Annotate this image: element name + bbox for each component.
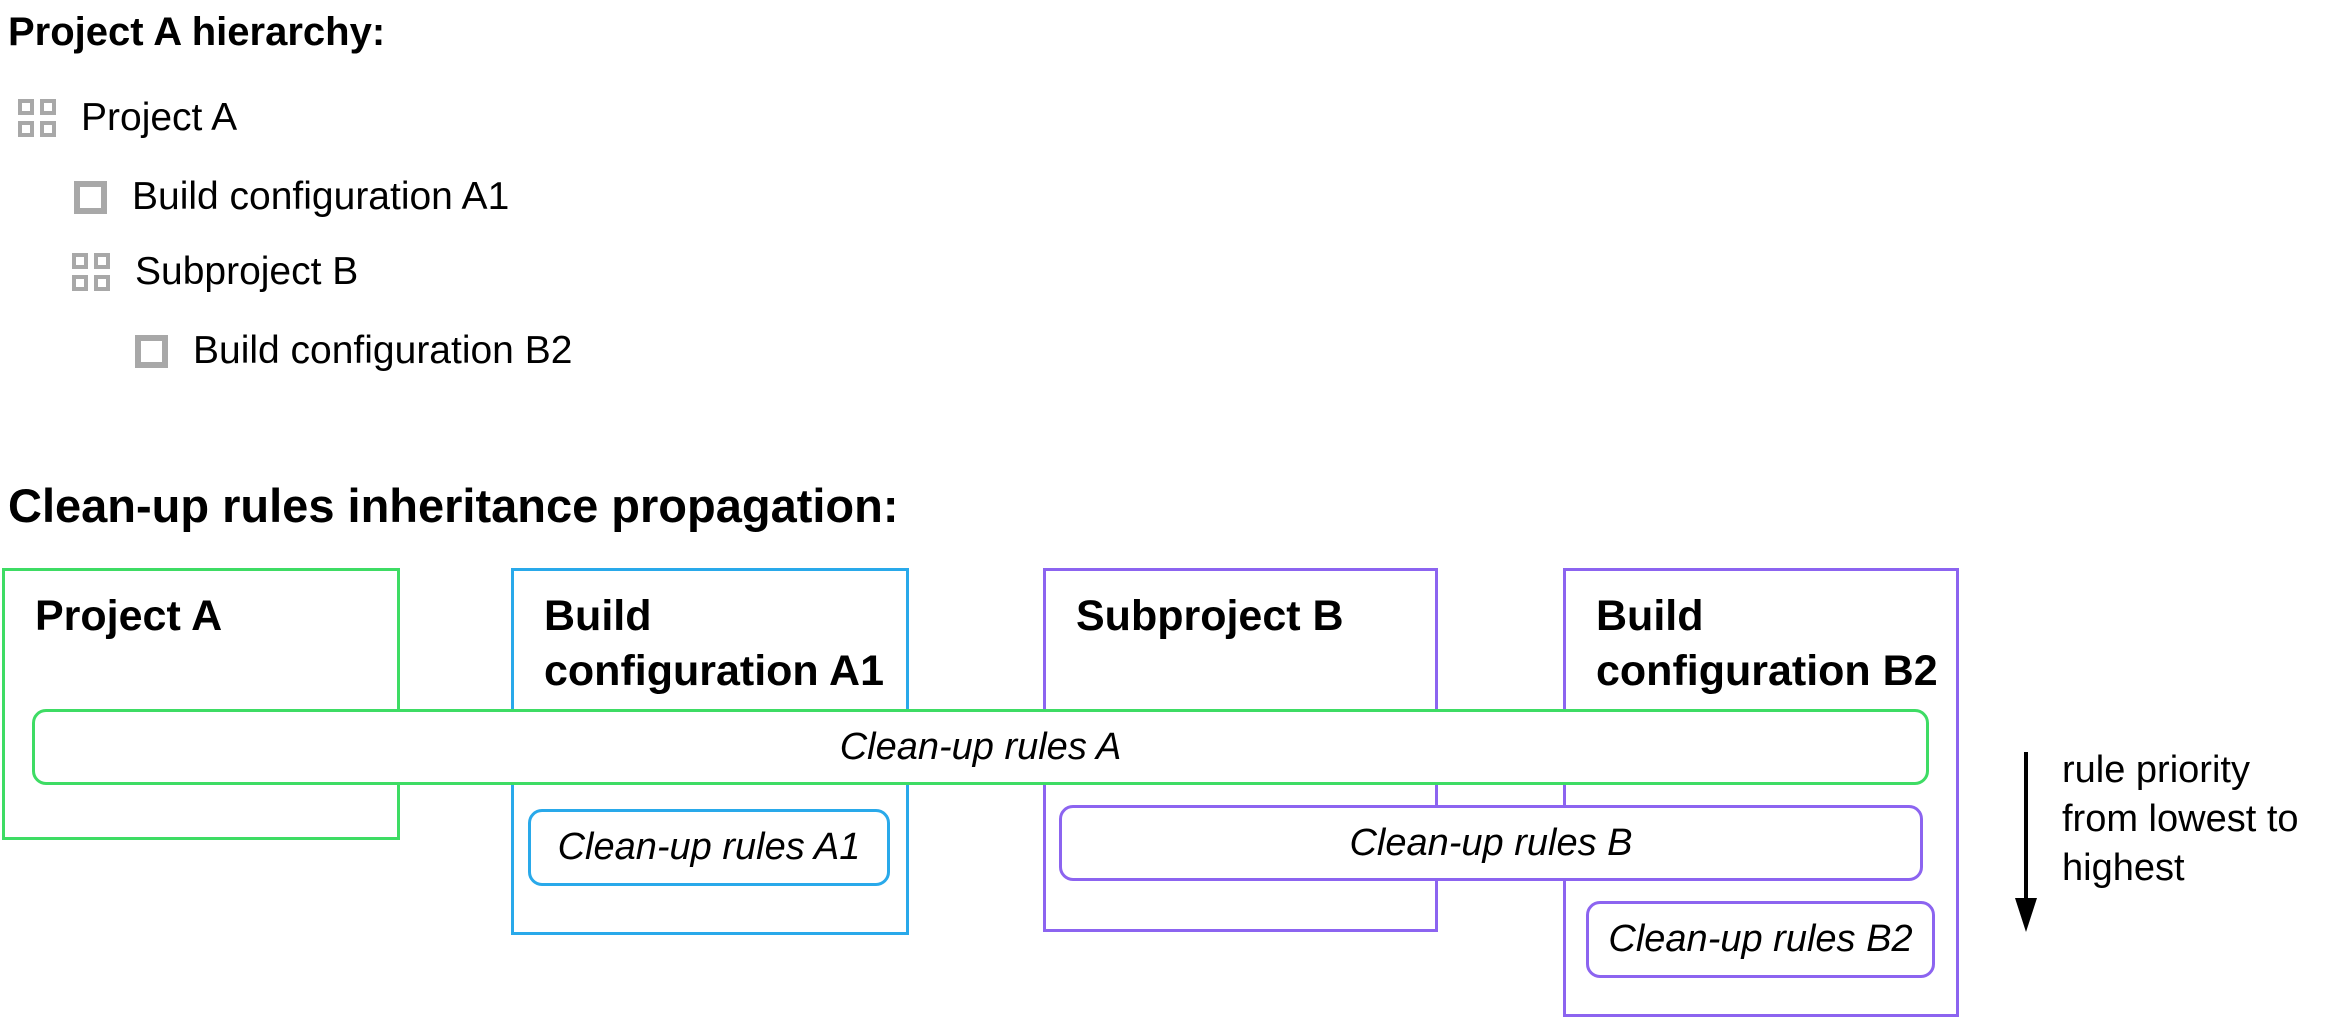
rule-bar-label: Clean-up rules A: [839, 725, 1122, 768]
rule-bar-cleanup-rules-b2: Clean-up rules B2: [1586, 901, 1935, 978]
tree-item-label: Project A: [81, 96, 238, 139]
tree-item-build-configuration-b2: Build configuration B2: [135, 322, 572, 380]
tree-item-label: Subproject B: [135, 250, 359, 293]
rule-bar-label: Clean-up rules A1: [557, 826, 861, 868]
diagram-box-title: Build configuration B2: [1596, 592, 1938, 696]
rule-bar-cleanup-rules-a1: Clean-up rules A1: [528, 809, 890, 886]
diagram-box-project-a: Project A: [2, 568, 400, 840]
rule-bar-cleanup-rules-b: Clean-up rules B: [1059, 805, 1923, 881]
tree-item-build-configuration-a1: Build configuration A1: [74, 168, 509, 226]
project-icon: [72, 253, 110, 291]
tree-item-subproject-b: Subproject B: [72, 243, 358, 301]
priority-arrow-line: [2024, 752, 2028, 900]
tree-item-label: Build configuration A1: [132, 175, 510, 218]
hierarchy-heading: Project A hierarchy:: [8, 10, 386, 54]
build-configuration-icon: [74, 180, 107, 214]
priority-arrow-label: rule priority from lowest to highest: [2062, 749, 2299, 889]
project-icon: [18, 99, 56, 137]
priority-arrow-down-icon: [2015, 898, 2037, 932]
propagation-heading: Clean-up rules inheritance propagation:: [8, 479, 899, 532]
tree-item-project-a: Project A: [18, 89, 237, 147]
diagram-box-title: Build configuration A1: [544, 592, 885, 696]
build-configuration-icon: [135, 334, 168, 368]
rule-bar-label: Clean-up rules B: [1349, 821, 1633, 864]
rule-bar-cleanup-rules-a: Clean-up rules A: [32, 709, 1929, 785]
diagram-box-build-configuration-b2: Build configuration B2: [1563, 568, 1959, 1017]
tree-item-label: Build configuration B2: [193, 329, 573, 372]
rule-bar-label: Clean-up rules B2: [1608, 918, 1913, 960]
diagram-box-title: Project A: [35, 592, 223, 640]
diagram-box-title: Subproject B: [1076, 592, 1344, 640]
